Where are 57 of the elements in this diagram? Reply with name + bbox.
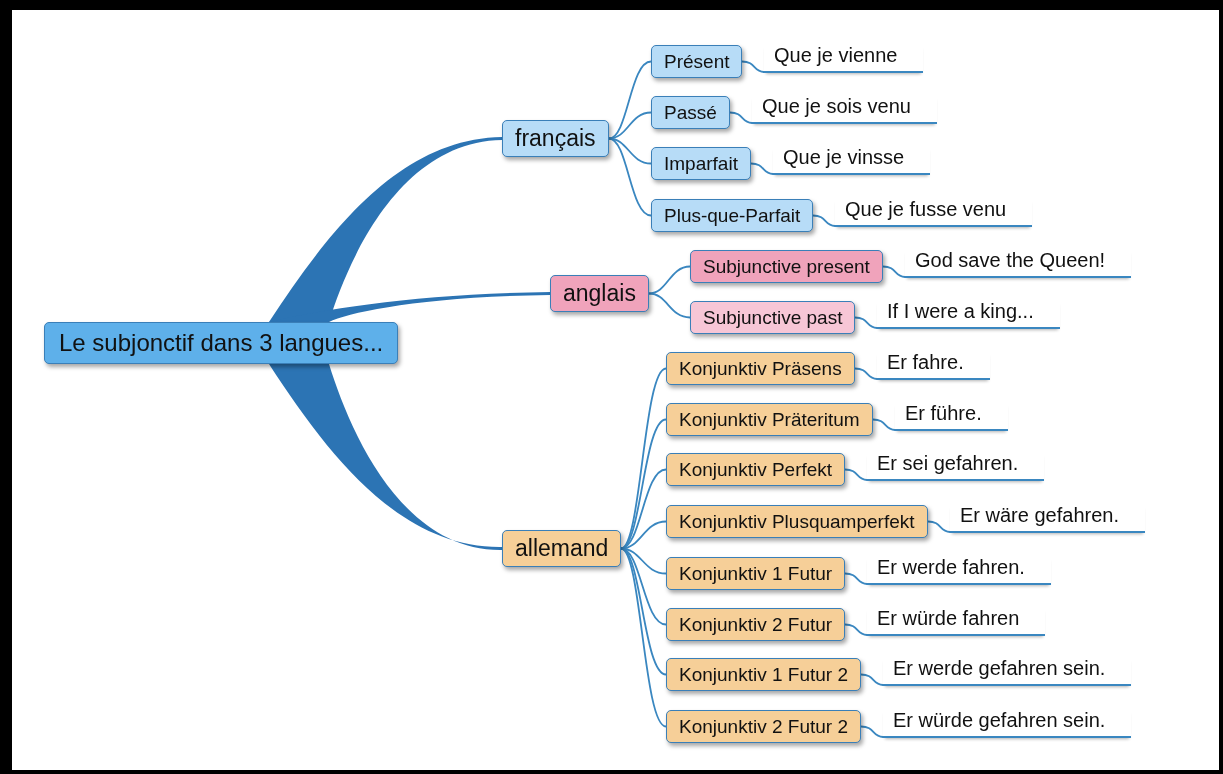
tapered-branch [269, 137, 502, 322]
topic-box: Konjunktiv 1 Futur [666, 557, 846, 590]
subtopic-text: Que je vienne [764, 44, 924, 73]
branch-line [741, 60, 765, 73]
branch-line [860, 725, 884, 738]
subtopic-text: Que je sois venu [752, 95, 937, 124]
subtopic-text: Er wäre gefahren. [950, 504, 1145, 533]
branch-line [872, 418, 896, 431]
tapered-branch [269, 364, 502, 550]
subtopic-text: Er sei gefahren. [867, 452, 1045, 481]
topic-box: Subjunctive past [690, 301, 856, 334]
subtopic-text: If I were a king... [877, 300, 1060, 329]
branch-line [854, 316, 878, 329]
topic-box: Présent [651, 45, 743, 78]
branch-line [620, 547, 667, 728]
branch-line [608, 60, 652, 140]
subtopic-text: Er würde gefahren sein. [883, 709, 1132, 738]
topic-box: Passé [651, 96, 730, 129]
subtopic-text: Er führe. [895, 402, 1008, 431]
topic-box: Konjunktiv 2 Futur [666, 608, 846, 641]
branch-line [860, 673, 884, 686]
branch-line [882, 265, 906, 278]
topic-box: Subjunctive present [690, 250, 883, 283]
topic-box: Konjunktiv 2 Futur 2 [666, 710, 861, 743]
branch-line [648, 292, 691, 319]
subtopic-text: God save the Queen! [905, 249, 1132, 278]
subtopic-text: Que je fusse venu [835, 198, 1033, 227]
subtopic-text: Er werde fahren. [867, 556, 1051, 585]
topic-box: Imparfait [651, 147, 751, 180]
topic-box: anglais [550, 275, 649, 312]
subtopic-text: Er fahre. [877, 351, 990, 380]
subtopic-text: Er würde fahren [867, 607, 1046, 636]
branch-line [844, 468, 868, 481]
central-topic-box: Le subjonctif dans 3 langues... [44, 322, 399, 364]
branch-line [608, 111, 652, 140]
tapered-branch [269, 292, 550, 322]
branch-line [844, 572, 868, 585]
branch-line [812, 214, 836, 227]
branch-line [648, 265, 691, 295]
branch-line [927, 520, 951, 533]
branch-line [620, 547, 667, 676]
branch-line [844, 623, 868, 636]
subtopic-text: Que je vinsse [773, 146, 931, 175]
subtopic-text: Er werde gefahren sein. [883, 657, 1132, 686]
topic-box: allemand [502, 530, 622, 567]
branch-line [620, 367, 667, 550]
branch-line [854, 367, 878, 380]
branch-line [750, 162, 774, 175]
topic-box: Konjunktiv 1 Futur 2 [666, 658, 861, 691]
topic-box: Konjunktiv Perfekt [666, 453, 846, 486]
branch-line [608, 137, 652, 217]
topic-box: français [502, 120, 609, 157]
topic-box: Plus-que-Parfait [651, 199, 814, 232]
branch-line [729, 111, 753, 124]
topic-box: Konjunktiv Präsens [666, 352, 855, 385]
topic-box: Konjunktiv Plusquamperfekt [666, 505, 928, 538]
topic-box: Konjunktiv Präteritum [666, 403, 873, 436]
